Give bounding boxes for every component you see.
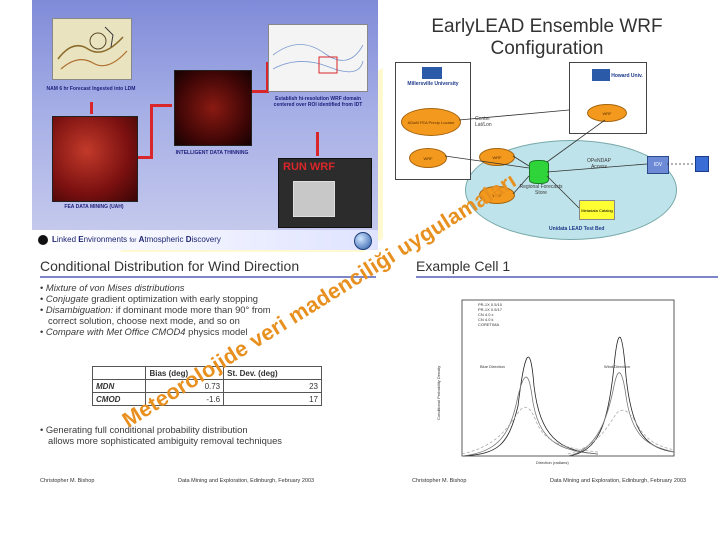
y-axis-label: Conditional Probability Density bbox=[436, 365, 441, 420]
opendap-label: OPeNDAP Access bbox=[587, 158, 611, 170]
series-line bbox=[461, 356, 599, 457]
wrf-title: EarlyLEAD Ensemble WRF Configuration bbox=[397, 16, 697, 60]
arrow-up-2 bbox=[266, 62, 269, 93]
data-thinning-map bbox=[174, 70, 252, 146]
x-axis-label: Direction (radians) bbox=[536, 460, 569, 465]
series-line bbox=[567, 409, 675, 455]
bullet-4: • Compare with Met Office CMOD4 physics … bbox=[40, 326, 248, 337]
table-header-row: Bias (deg) St. Dev. (deg) bbox=[91, 366, 322, 380]
wrf-node-unidata-1: WRF bbox=[479, 186, 515, 204]
regional-store-label: Regional Forecasts Store bbox=[519, 184, 563, 196]
legend-item: PR-1X 0.5/10 bbox=[478, 302, 503, 307]
fea-data-mining-map bbox=[52, 116, 138, 202]
globe-icon bbox=[354, 232, 372, 250]
bullet-5-cont: allows more sophisticated ambiguity remo… bbox=[48, 435, 282, 446]
run-wrf-domain-box bbox=[293, 181, 335, 217]
wrf-configuration-slide: EarlyLEAD Ensemble WRF Configuration Uni… bbox=[383, 0, 720, 250]
series-line bbox=[461, 406, 599, 455]
cond-title: Conditional Distribution for Wind Direct… bbox=[40, 258, 300, 274]
legend-item: CN 4.0 x bbox=[478, 312, 494, 317]
cell-title-rule bbox=[416, 276, 718, 278]
arrow-right-3 bbox=[252, 90, 268, 93]
wrf-node-howard: WRF bbox=[587, 104, 627, 122]
adam-fea-node: ADaM FEA Precip Locator bbox=[401, 108, 461, 136]
run-wrf-label: RUN WRF bbox=[283, 161, 335, 173]
legend-item: CN 4.0 k bbox=[478, 317, 494, 322]
wrf-domain-lines bbox=[272, 44, 364, 74]
arrow-right-2 bbox=[150, 104, 172, 107]
arrow-down-1 bbox=[90, 102, 93, 114]
annot-left: Blue Direction bbox=[480, 364, 505, 369]
run-wrf-panel: RUN WRF bbox=[278, 158, 372, 228]
caption-nam: NAM 6 hr Forecast Ingested into LDM bbox=[46, 86, 136, 92]
plot-frame bbox=[461, 299, 675, 457]
cond-footer-event: Data Mining and Exploration, Edinburgh, … bbox=[178, 478, 315, 484]
lead-footer: Linked Environments for Atmospheric Disc… bbox=[32, 230, 378, 250]
caption-fea: FEA DATA MINING (UAH) bbox=[64, 204, 124, 210]
caption-establish: Establish hi-resolution WRF domain cente… bbox=[273, 96, 363, 108]
unidata-label: Unidata LEAD Test Bed bbox=[549, 226, 605, 232]
cond-bullet-5: • Generating full conditional probabilit… bbox=[40, 424, 376, 446]
wrf-connectors bbox=[444, 109, 695, 209]
cell-title: Example Cell 1 bbox=[416, 258, 511, 274]
series-line bbox=[567, 336, 675, 457]
example-cell-slide: Example Cell 1 PR-1X 0.5/10 PR-1X 0.5/17… bbox=[408, 252, 720, 492]
bullet-3-cont: correct solution, choose next mode, and … bbox=[48, 315, 240, 326]
legend-item: CORETIMA bbox=[478, 322, 500, 327]
legend-item: PR-1X 0.5/17 bbox=[478, 307, 503, 312]
wrf-node-millersville: WRF bbox=[409, 148, 447, 168]
series-line bbox=[567, 372, 675, 457]
millersville-logo-icon bbox=[422, 67, 442, 79]
annot-right: Wind Direction bbox=[604, 364, 631, 369]
howard-label: Howard Univ. bbox=[611, 73, 643, 79]
wrf-domain-map bbox=[268, 24, 368, 92]
nam-forecast-map bbox=[52, 18, 132, 80]
lead-workflow-slide: NAM 6 hr Forecast Ingested into LDM FEA … bbox=[32, 0, 378, 250]
lead-footer-text: Linked Environments for Atmospheric Disc… bbox=[52, 235, 221, 244]
wrf-title-line2: Configuration bbox=[490, 38, 604, 59]
metadata-catalog-node: Metadata Catalog bbox=[579, 200, 615, 220]
bullet-2: • Conjugate gradient optimization with e… bbox=[40, 293, 259, 304]
center-latlon-label: Center Lat/Lon bbox=[475, 116, 492, 128]
conditional-distribution-slide: Conditional Distribution for Wind Direct… bbox=[32, 252, 378, 492]
arrow-right-1 bbox=[138, 156, 152, 159]
bullet-3: • Disambiguation: if dominant mode more … bbox=[40, 304, 271, 315]
cell-footer-author: Christopher M. Bishop bbox=[412, 478, 467, 484]
caption-thinning: INTELLIGENT DATA THINNING bbox=[175, 150, 249, 156]
table-row: CMOD -1.6 17 bbox=[91, 392, 322, 406]
cond-title-rule bbox=[40, 276, 376, 278]
lead-logo-icon bbox=[38, 235, 48, 245]
millersville-label: Millersville University bbox=[407, 81, 459, 87]
client-computer-icon bbox=[695, 156, 709, 172]
cond-bullets: • Mixture of von Mises distributions • C… bbox=[40, 282, 376, 337]
bullet-5: • Generating full conditional probabilit… bbox=[40, 424, 248, 435]
arrow-up-1 bbox=[150, 104, 153, 159]
idv-node: IDV bbox=[647, 156, 669, 174]
howard-logo-icon bbox=[592, 69, 610, 81]
cell-footer-event: Data Mining and Exploration, Edinburgh, … bbox=[550, 478, 687, 484]
wrf-title-line1: EarlyLEAD Ensemble WRF bbox=[431, 16, 663, 37]
cond-footer-author: Christopher M. Bishop bbox=[40, 478, 95, 484]
series-line bbox=[461, 376, 599, 457]
probability-plot bbox=[461, 299, 675, 457]
howard-box: Howard Univ. bbox=[569, 62, 647, 134]
nam-map-contours bbox=[57, 26, 128, 70]
bullet-1: • Mixture of von Mises distributions bbox=[40, 282, 185, 293]
plot-legend: PR-1X 0.5/10 PR-1X 0.5/17 CN 4.0 x CN 4.… bbox=[478, 302, 502, 327]
bias-stdev-table: Bias (deg) St. Dev. (deg) MDN 0.73 23 CM… bbox=[91, 366, 322, 406]
table-row: MDN 0.73 23 bbox=[91, 379, 322, 393]
arrow-down-2 bbox=[316, 132, 319, 156]
